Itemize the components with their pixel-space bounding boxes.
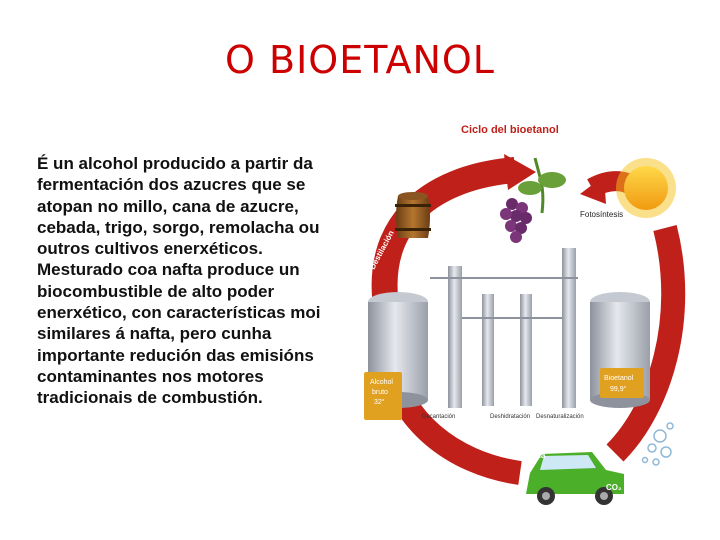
slide-body-text: É un alcohol producido a partir da ferme… bbox=[37, 154, 321, 408]
label-bioetanol-1: Bioetanol bbox=[604, 375, 634, 382]
label-fermentacion: Fermentación bbox=[447, 196, 500, 216]
label-decantacion: Decantación bbox=[422, 414, 455, 420]
label-alcohol-bruto-3: 32° bbox=[374, 398, 385, 406]
barrel-icon bbox=[395, 192, 431, 238]
arrow-head-photo bbox=[580, 176, 606, 204]
co2-bubbles-icon bbox=[641, 422, 674, 466]
label-alcohol-bruto-1: Alcohol bbox=[370, 379, 393, 386]
label-co2: CO₂ bbox=[606, 483, 622, 492]
label-deshidratacion: Deshidratación bbox=[490, 414, 530, 420]
label-alcohol-bruto-2: bruto bbox=[372, 389, 388, 396]
label-fotosintesis: Fotosíntesis bbox=[580, 210, 623, 219]
slide-title: O BIOETANOL bbox=[225, 38, 495, 82]
car-icon bbox=[526, 452, 624, 505]
arrow-right-side bbox=[606, 225, 686, 462]
cycle-illustration: Ciclo del bioetanol bbox=[364, 124, 686, 505]
grapes-icon bbox=[500, 157, 566, 243]
distillation-columns bbox=[430, 248, 578, 408]
bioethanol-cycle-diagram: Ciclo del bioetanol bbox=[330, 118, 692, 518]
diagram-title: Ciclo del bioetanol bbox=[461, 124, 559, 136]
label-energia: Energía bbox=[516, 451, 546, 460]
arrow-head-top bbox=[504, 154, 536, 190]
tank-left-icon bbox=[364, 292, 428, 420]
tank-right-icon bbox=[590, 292, 650, 408]
sun-icon bbox=[616, 158, 676, 218]
label-bioetanol-2: 99,9° bbox=[610, 385, 627, 393]
label-desnaturalizacion: Desnaturalización bbox=[536, 414, 584, 420]
